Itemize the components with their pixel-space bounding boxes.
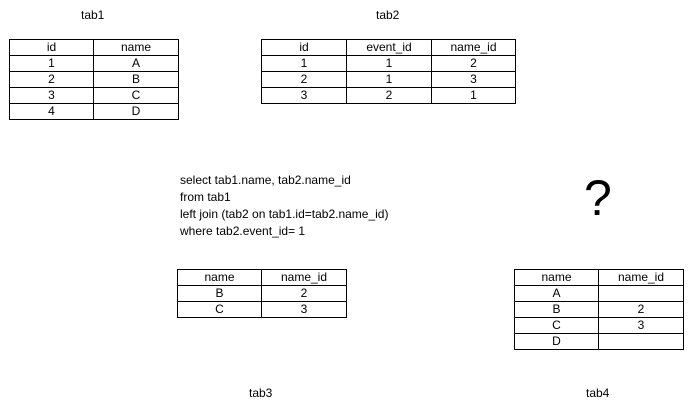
- table-row: 1 1 2: [261, 55, 516, 72]
- table-cell: 1: [261, 55, 347, 72]
- tab2-label: tab2: [376, 8, 400, 22]
- column-header: event_id: [346, 39, 432, 56]
- table-cell: 1: [346, 55, 432, 72]
- table-cell: B: [514, 301, 599, 318]
- table-cell: 3: [261, 301, 347, 318]
- table-row: 3 2 1: [261, 87, 516, 104]
- tab2-table: id event_id name_id 1 1 2 2 1 3 3 2 1: [261, 39, 516, 104]
- table-cell: C: [93, 87, 179, 104]
- table-cell: 4: [9, 103, 94, 120]
- tab3-table: name name_id B 2 C 3: [177, 269, 347, 318]
- table-row: C 3: [177, 301, 347, 318]
- table-cell: 2: [261, 285, 347, 302]
- table-row: 2 B: [9, 71, 179, 88]
- table-cell: C: [514, 317, 599, 334]
- sql-line: select tab1.name, tab2.name_id: [180, 173, 351, 187]
- column-header: id: [261, 39, 347, 56]
- table-cell: 1: [346, 71, 432, 88]
- column-header: name: [514, 269, 599, 286]
- table-row: A: [514, 285, 684, 302]
- table-cell: 1: [431, 87, 516, 104]
- table-header-row: name name_id: [177, 269, 347, 286]
- table-cell: 3: [9, 87, 94, 104]
- sql-line: left join (tab2 on tab1.id=tab2.name_id): [180, 207, 389, 221]
- table-header-row: id event_id name_id: [261, 39, 516, 56]
- tab3-label: tab3: [249, 386, 273, 400]
- question-mark: ?: [584, 170, 612, 226]
- table-cell: C: [177, 301, 262, 318]
- table-row: B 2: [177, 285, 347, 302]
- table-header-row: name name_id: [514, 269, 684, 286]
- table-cell: B: [93, 71, 179, 88]
- tab4-table: name name_id A B 2 C 3 D: [514, 269, 684, 350]
- sql-line: where tab2.event_id= 1: [180, 224, 306, 238]
- table-cell: 2: [431, 55, 516, 72]
- table-cell: 2: [261, 71, 347, 88]
- table-row: 4 D: [9, 103, 179, 120]
- column-header: name: [93, 39, 179, 56]
- table-cell: 3: [598, 317, 684, 334]
- tab1-label: tab1: [81, 8, 105, 22]
- table-header-row: id name: [9, 39, 179, 56]
- table-cell: 3: [431, 71, 516, 88]
- table-row: 3 C: [9, 87, 179, 104]
- table-row: D: [514, 333, 684, 350]
- table-cell: D: [514, 333, 599, 350]
- column-header: name_id: [431, 39, 516, 56]
- table-row: B 2: [514, 301, 684, 318]
- table-cell: A: [93, 55, 179, 72]
- tab1-table: id name 1 A 2 B 3 C 4 D: [9, 39, 179, 120]
- table-cell: 3: [261, 87, 347, 104]
- table-cell: [598, 285, 684, 302]
- table-cell: 1: [9, 55, 94, 72]
- table-cell: D: [93, 103, 179, 120]
- column-header: name: [177, 269, 262, 286]
- sql-line: from tab1: [180, 190, 231, 204]
- table-cell: B: [177, 285, 262, 302]
- table-row: 2 1 3: [261, 71, 516, 88]
- table-row: 1 A: [9, 55, 179, 72]
- table-row: C 3: [514, 317, 684, 334]
- table-cell: 2: [598, 301, 684, 318]
- sql-query: select tab1.name, tab2.name_id from tab1…: [180, 172, 388, 240]
- table-cell: [598, 333, 684, 350]
- column-header: name_id: [261, 269, 347, 286]
- column-header: name_id: [598, 269, 684, 286]
- column-header: id: [9, 39, 94, 56]
- table-cell: 2: [346, 87, 432, 104]
- tab4-label: tab4: [586, 386, 610, 400]
- table-cell: 2: [9, 71, 94, 88]
- table-cell: A: [514, 285, 599, 302]
